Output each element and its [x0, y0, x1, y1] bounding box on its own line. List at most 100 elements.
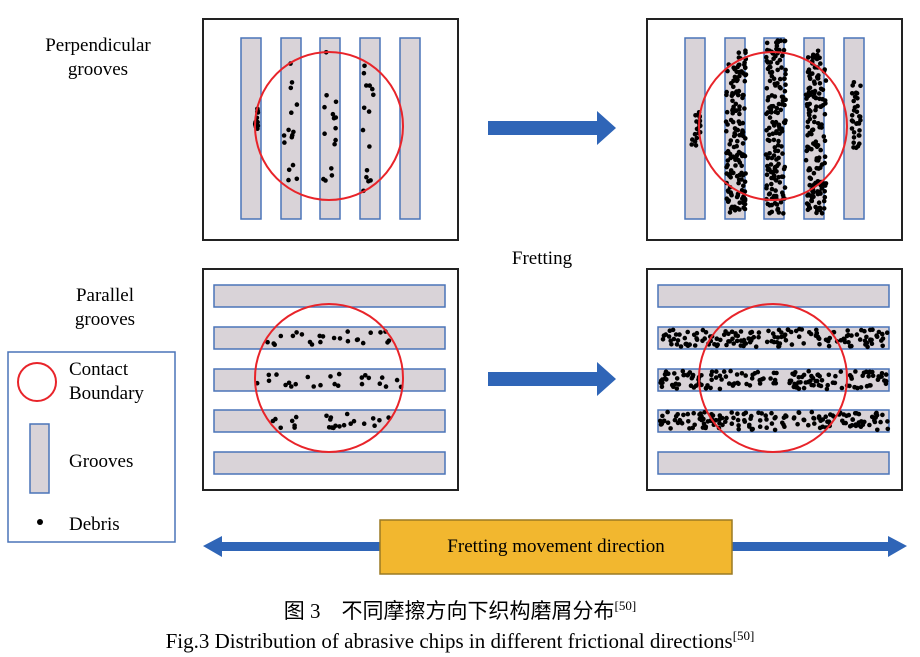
debris-dot [791, 415, 797, 420]
debris-dot [815, 52, 820, 58]
debris-dot [708, 385, 713, 391]
debris-dot [765, 60, 771, 65]
debris-dot [687, 370, 693, 375]
debris-dot [732, 66, 737, 72]
debris-dot [781, 120, 787, 125]
debris-dot [769, 186, 775, 192]
debris-dot [333, 137, 338, 143]
debris-dot [266, 372, 272, 378]
debris-dot [728, 81, 734, 86]
debris-dot [821, 206, 827, 211]
debris-dot [814, 104, 819, 109]
debris-dot [729, 421, 735, 427]
debris-dot [333, 423, 338, 429]
debris-dot [331, 335, 337, 341]
debris-dot [739, 371, 745, 376]
movement-direction-label: Fretting movement direction [447, 536, 665, 557]
debris-dot [841, 336, 847, 342]
debris-dot [317, 333, 323, 339]
debris-dot [752, 371, 758, 376]
debris-dot [729, 410, 734, 415]
debris-dot [793, 328, 799, 334]
debris-dot [678, 344, 684, 349]
debris-dot [764, 40, 770, 46]
debris-dot [883, 372, 889, 377]
debris-dot [818, 147, 823, 153]
debris-dot [821, 134, 827, 139]
debris-dot [822, 98, 828, 103]
debris-dot [773, 148, 778, 154]
debris-dot [822, 189, 827, 194]
debris-dot [361, 421, 367, 427]
debris-dot [778, 199, 784, 205]
debris-dot [282, 140, 287, 145]
debris-dot [819, 378, 825, 383]
debris-dot [866, 374, 871, 379]
debris-dot [814, 156, 820, 161]
debris-dot [669, 382, 675, 388]
debris-dot [751, 334, 757, 340]
debris-dot [355, 337, 361, 342]
debris-dot [723, 419, 728, 425]
caption-chinese-text: 图 3 不同摩擦方向下织构磨屑分布 [283, 599, 615, 623]
debris-dot [765, 137, 771, 143]
debris-dot [867, 383, 872, 388]
debris-dot [864, 369, 869, 375]
debris-dot [367, 83, 373, 88]
debris-dot [742, 78, 748, 84]
debris-dot [817, 96, 822, 102]
debris-dot [812, 81, 817, 86]
debris-dot [724, 415, 729, 421]
horizontal-groove-right [657, 284, 890, 308]
debris-dot [368, 178, 373, 183]
debris-dot [824, 386, 830, 392]
debris-dot [849, 126, 855, 131]
legend-debris-icon [37, 519, 43, 525]
debris-dot [805, 133, 810, 138]
debris-dot [344, 411, 350, 417]
debris-dot [850, 83, 855, 88]
debris-dot [737, 132, 742, 138]
debris-dot [368, 330, 374, 336]
debris-dot [734, 372, 740, 377]
debris-dot [823, 78, 829, 83]
debris-dot [885, 419, 890, 424]
debris-dot [774, 40, 779, 45]
debris-dot [776, 344, 781, 349]
debris-dot [741, 196, 746, 202]
debris-dot [283, 382, 288, 388]
debris-dot [805, 144, 810, 150]
debris-dot [815, 48, 821, 54]
debris-dot [764, 54, 769, 60]
debris-dot [765, 110, 771, 115]
debris-dot [849, 118, 855, 123]
debris-dot [674, 342, 680, 347]
debris-dot [823, 414, 828, 420]
debris-dot [801, 341, 806, 346]
debris-dot [741, 205, 746, 210]
vertical-groove-left [280, 37, 302, 220]
debris-dot [857, 128, 862, 133]
debris-dot [823, 181, 829, 186]
legend-groove-icon [29, 423, 50, 494]
vertical-groove-left [359, 37, 381, 220]
debris-dot [324, 413, 329, 419]
debris-dot [808, 92, 813, 97]
debris-dot [689, 142, 694, 147]
debris-dot [674, 376, 680, 381]
debris-dot [867, 327, 873, 333]
debris-dot [807, 101, 812, 107]
debris-dot [791, 384, 797, 390]
debris-dot [740, 172, 746, 178]
debris-dot [878, 419, 883, 425]
vertical-groove-left [399, 37, 421, 220]
debris-dot [336, 371, 342, 377]
debris-dot [709, 377, 714, 383]
debris-dot [323, 178, 328, 183]
debris-dot [683, 341, 688, 347]
debris-dot [731, 415, 736, 421]
debris-dot [742, 106, 747, 111]
debris-dot [731, 84, 736, 90]
debris-dot [691, 385, 697, 390]
debris-dot [818, 104, 824, 109]
